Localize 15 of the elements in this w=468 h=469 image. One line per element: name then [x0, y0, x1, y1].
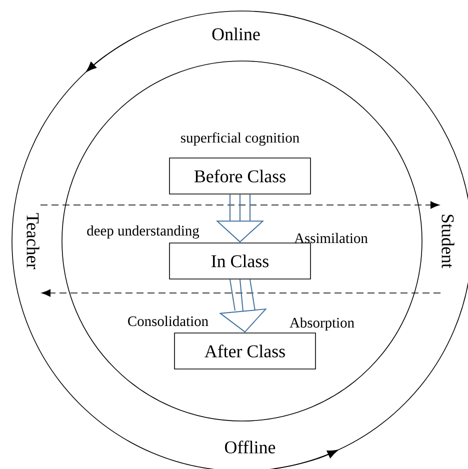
- stage-box: In Class: [169, 242, 311, 280]
- dashed-arrow: [40, 201, 440, 209]
- flow-label: deep understanding: [87, 225, 200, 239]
- ring-label: Online: [212, 28, 260, 40]
- flow-label: Consolidation: [128, 316, 208, 326]
- stage-box: Before Class: [169, 158, 311, 194]
- ring-label: Student: [442, 214, 454, 268]
- stage-box: After Class: [174, 332, 316, 370]
- circle: [62, 60, 422, 422]
- ring-label: Teacher: [26, 213, 40, 270]
- ring-label: Offline: [225, 440, 276, 454]
- stage-caption: superficial cognition: [181, 132, 300, 146]
- flow-label: Absorption: [290, 317, 354, 331]
- dashed-arrow: [42, 289, 441, 297]
- flow-label: Assimilation: [294, 232, 368, 244]
